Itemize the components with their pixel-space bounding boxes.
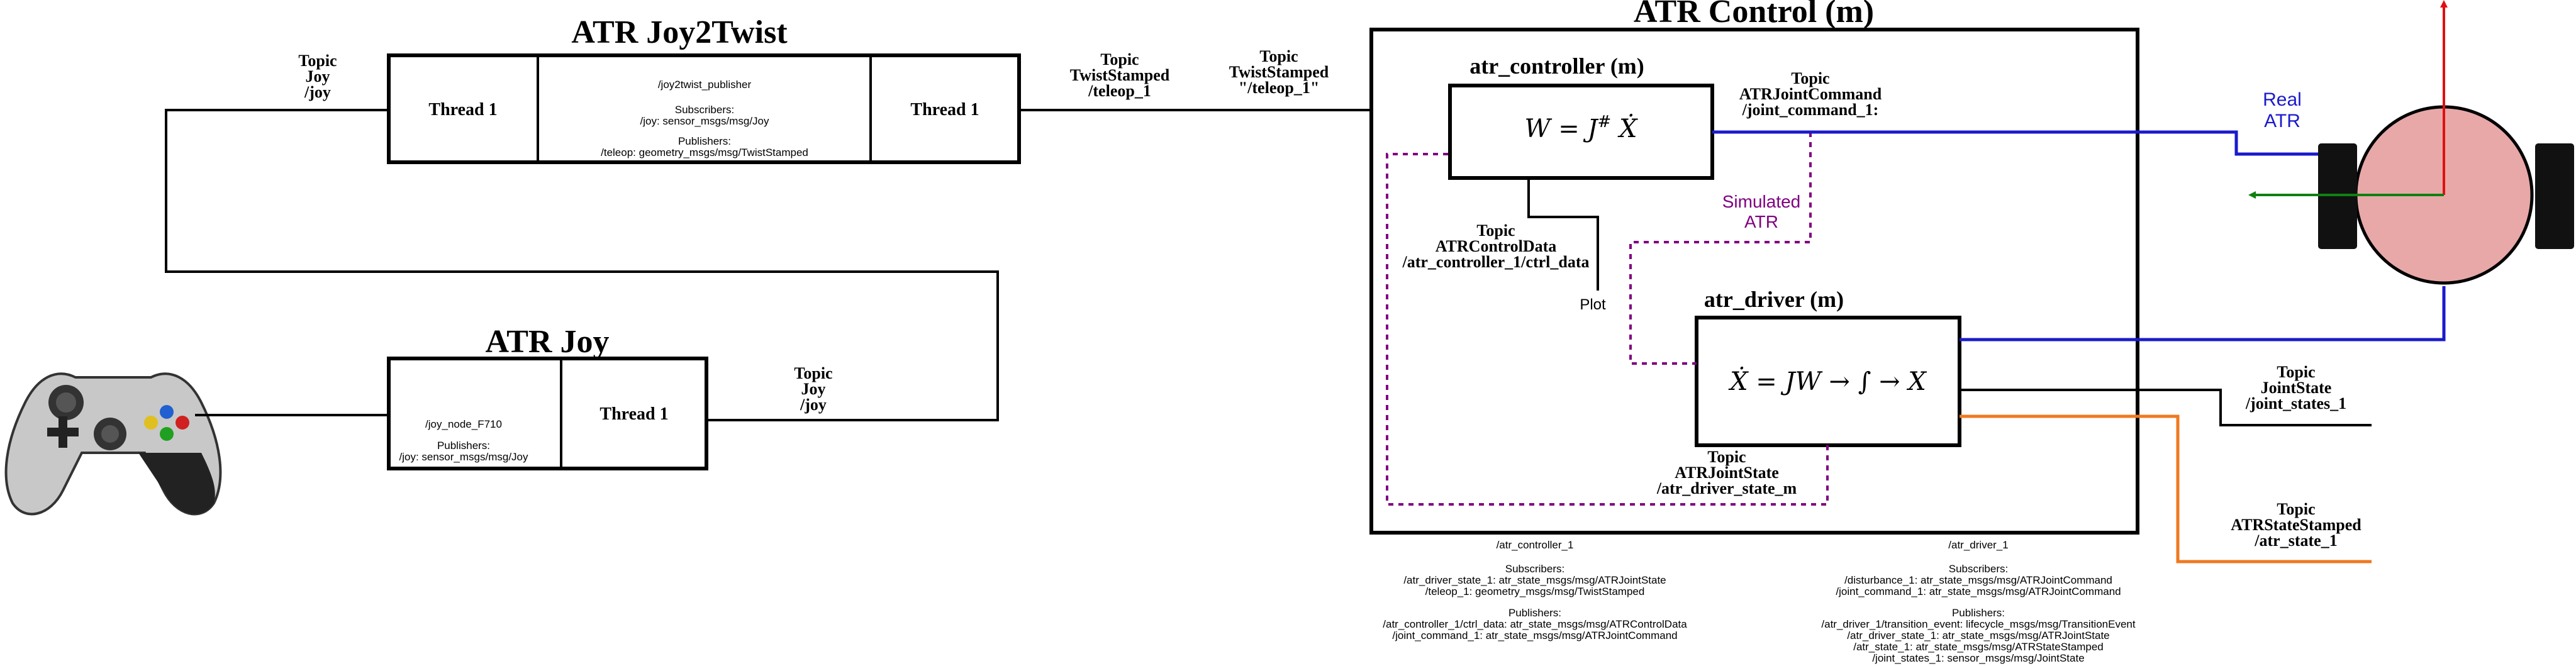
svg-text:Topic: Topic	[2277, 363, 2315, 381]
svg-text:/atr_controller_1/ctrl_data: a: /atr_controller_1/ctrl_data: atr_state_m…	[1383, 618, 1687, 630]
atr-joy-title: ATR Joy	[486, 324, 610, 360]
joy2twist-publisher-1: /teleop: geometry_msgs/msg/TwistStamped	[601, 147, 808, 158]
svg-text:Topic: Topic	[1100, 50, 1139, 69]
svg-text:/joy: /joy	[304, 83, 331, 101]
driver-title: atr_driver (m)	[1704, 287, 1844, 312]
svg-text:Topic: Topic	[1707, 448, 1746, 466]
svg-text:Topic: Topic	[1791, 69, 1829, 87]
joy-topic-connector	[165, 109, 999, 421]
atr-joy-node-name: /joy_node_F710	[425, 418, 502, 430]
svg-text:/atr_driver_1/transition_event: /atr_driver_1/transition_event: lifecycl…	[1821, 618, 2135, 630]
svg-text:/atr_controller_1/ctrl_data: /atr_controller_1/ctrl_data	[1402, 253, 1590, 271]
simulated-loop	[1386, 132, 1829, 506]
real-command-line	[1712, 130, 2318, 156]
joy2twist-node-name: /joy2twist_publisher	[658, 79, 752, 91]
controller-title: atr_controller (m)	[1469, 53, 1644, 79]
svg-text:Publishers:: Publishers:	[1508, 607, 1561, 619]
plot-label: Plot	[1580, 296, 1606, 313]
gamepad-icon	[4, 372, 222, 516]
svg-text:/teleop_1: /teleop_1	[1088, 82, 1151, 100]
svg-text:/atr_state_1: atr_state_msgs/m: /atr_state_1: atr_state_msgs/msg/ATRStat…	[1853, 641, 2103, 653]
svg-text:ATRJointCommand: ATRJointCommand	[1739, 85, 1882, 103]
svg-text:/teleop_1: geometry_msgs/msg/T: /teleop_1: geometry_msgs/msg/TwistStampe…	[1425, 586, 1645, 597]
svg-text:/atr_driver_state_1: atr_state: /atr_driver_state_1: atr_state_msgs/msg/…	[1403, 574, 1666, 586]
svg-text:/joint_states_1: sensor_msgs/m: /joint_states_1: sensor_msgs/msg/JointSt…	[1872, 652, 2084, 664]
svg-text:TwistStamped: TwistStamped	[1229, 63, 1329, 81]
svg-text:/atr_state_1: /atr_state_1	[2254, 531, 2337, 550]
svg-text:TwistStamped: TwistStamped	[1070, 66, 1170, 84]
svg-text:Joy: Joy	[306, 67, 330, 86]
atr-joy-box	[387, 357, 708, 470]
svg-text:ATRJointState: ATRJointState	[1675, 463, 1779, 482]
svg-text:JointState: JointState	[2261, 379, 2332, 397]
topic-joint-states: Topic JointState /joint_states_1	[2245, 363, 2346, 413]
svg-text:/atr_driver_state_m: /atr_driver_state_m	[1656, 479, 1797, 497]
controller-box	[1448, 84, 1714, 180]
joy2twist-box	[387, 53, 1021, 164]
controller-node-info: /atr_controller_1 Subscribers: /atr_driv…	[1383, 539, 1687, 641]
simulated-label-1: Simulated	[1722, 192, 1801, 211]
svg-text:Subscribers:: Subscribers:	[1949, 563, 2008, 575]
topic-atr-state: Topic ATRStateStamped /atr_state_1	[2231, 500, 2361, 550]
topic-teleop-a: Topic TwistStamped /teleop_1	[1070, 50, 1170, 100]
joy2twist-subscriber-1: /joy: sensor_msgs/msg/Joy	[640, 115, 769, 127]
real-feedback-line	[1960, 286, 2446, 341]
svg-text:ATRControlData: ATRControlData	[1436, 237, 1557, 255]
robot-icon	[2248, 0, 2574, 285]
topic-joint-command: Topic ATRJointCommand /joint_command_1:	[1739, 69, 1882, 119]
svg-text:/disturbance_1: atr_state_msgs: /disturbance_1: atr_state_msgs/msg/ATRJo…	[1844, 574, 2112, 586]
driver-equation: Ẋ = JW → ∫ → X	[1728, 367, 1927, 396]
svg-text:/atr_controller_1: /atr_controller_1	[1497, 539, 1574, 551]
real-atr-label-2: ATR	[2264, 111, 2300, 131]
svg-text:Publishers:: Publishers:	[1952, 607, 2005, 619]
svg-text:/joint_command_1:: /joint_command_1:	[1742, 101, 1879, 119]
joy2twist-publishers-header: Publishers:	[678, 135, 731, 147]
topic-driver-state: Topic ATRJointState /atr_driver_state_m	[1656, 448, 1797, 497]
atr-control-title: ATR Control (m)	[1634, 0, 1874, 30]
svg-text:/joy: /joy	[800, 396, 827, 414]
driver-box	[1695, 316, 1961, 447]
topic-joy-mid: Topic Joy /joy	[794, 364, 832, 414]
atr-joy-publisher-1: /joy: sensor_msgs/msg/Joy	[399, 451, 528, 463]
svg-text:/atr_driver_1: /atr_driver_1	[1948, 539, 2008, 551]
controller-equation: W = J# Ẋ	[1524, 113, 1638, 143]
atr-state-connector	[1960, 414, 2372, 563]
simulated-label-2: ATR	[1744, 212, 1778, 231]
plot-connector	[1527, 178, 1599, 291]
svg-text:/joint_states_1: /joint_states_1	[2245, 394, 2346, 413]
svg-text:"/teleop_1": "/teleop_1"	[1239, 79, 1320, 97]
joy2twist-title: ATR Joy2Twist	[571, 14, 788, 50]
joy2twist-thread-right: Thread 1	[910, 100, 979, 119]
svg-text:Subscribers:: Subscribers:	[1505, 563, 1564, 575]
svg-text:/joint_command_1: atr_state_ms: /joint_command_1: atr_state_msgs/msg/ATR…	[1836, 586, 2121, 597]
atr-joy-thread: Thread 1	[599, 404, 668, 424]
joint-states-connector	[1960, 389, 2372, 426]
driver-node-info: /atr_driver_1 Subscribers: /disturbance_…	[1821, 539, 2135, 664]
svg-text:/atr_driver_state_1: atr_state: /atr_driver_state_1: atr_state_msgs/msg/…	[1847, 630, 2109, 641]
svg-text:ATRStateStamped: ATRStateStamped	[2231, 516, 2361, 534]
svg-text:Topic: Topic	[794, 364, 832, 382]
svg-text:Topic: Topic	[1259, 47, 1298, 65]
svg-text:Topic: Topic	[1476, 221, 1515, 240]
svg-text:Joy: Joy	[801, 380, 826, 398]
joy2twist-subscribers-header: Subscribers:	[675, 104, 734, 116]
atr-joy-publishers-header: Publishers:	[437, 440, 490, 452]
topic-joy-top: Topic Joy /joy	[298, 52, 337, 101]
svg-text:Topic: Topic	[2277, 500, 2315, 518]
svg-text:Topic: Topic	[298, 52, 337, 70]
svg-text:/joint_command_1: atr_state_ms: /joint_command_1: atr_state_msgs/msg/ATR…	[1392, 630, 1677, 641]
topic-ctrl-data: Topic ATRControlData /atr_controller_1/c…	[1402, 221, 1590, 271]
topic-teleop-b: Topic TwistStamped "/teleop_1"	[1229, 47, 1329, 97]
joy2twist-thread-left: Thread 1	[428, 100, 497, 119]
real-atr-label-1: Real	[2263, 89, 2302, 110]
